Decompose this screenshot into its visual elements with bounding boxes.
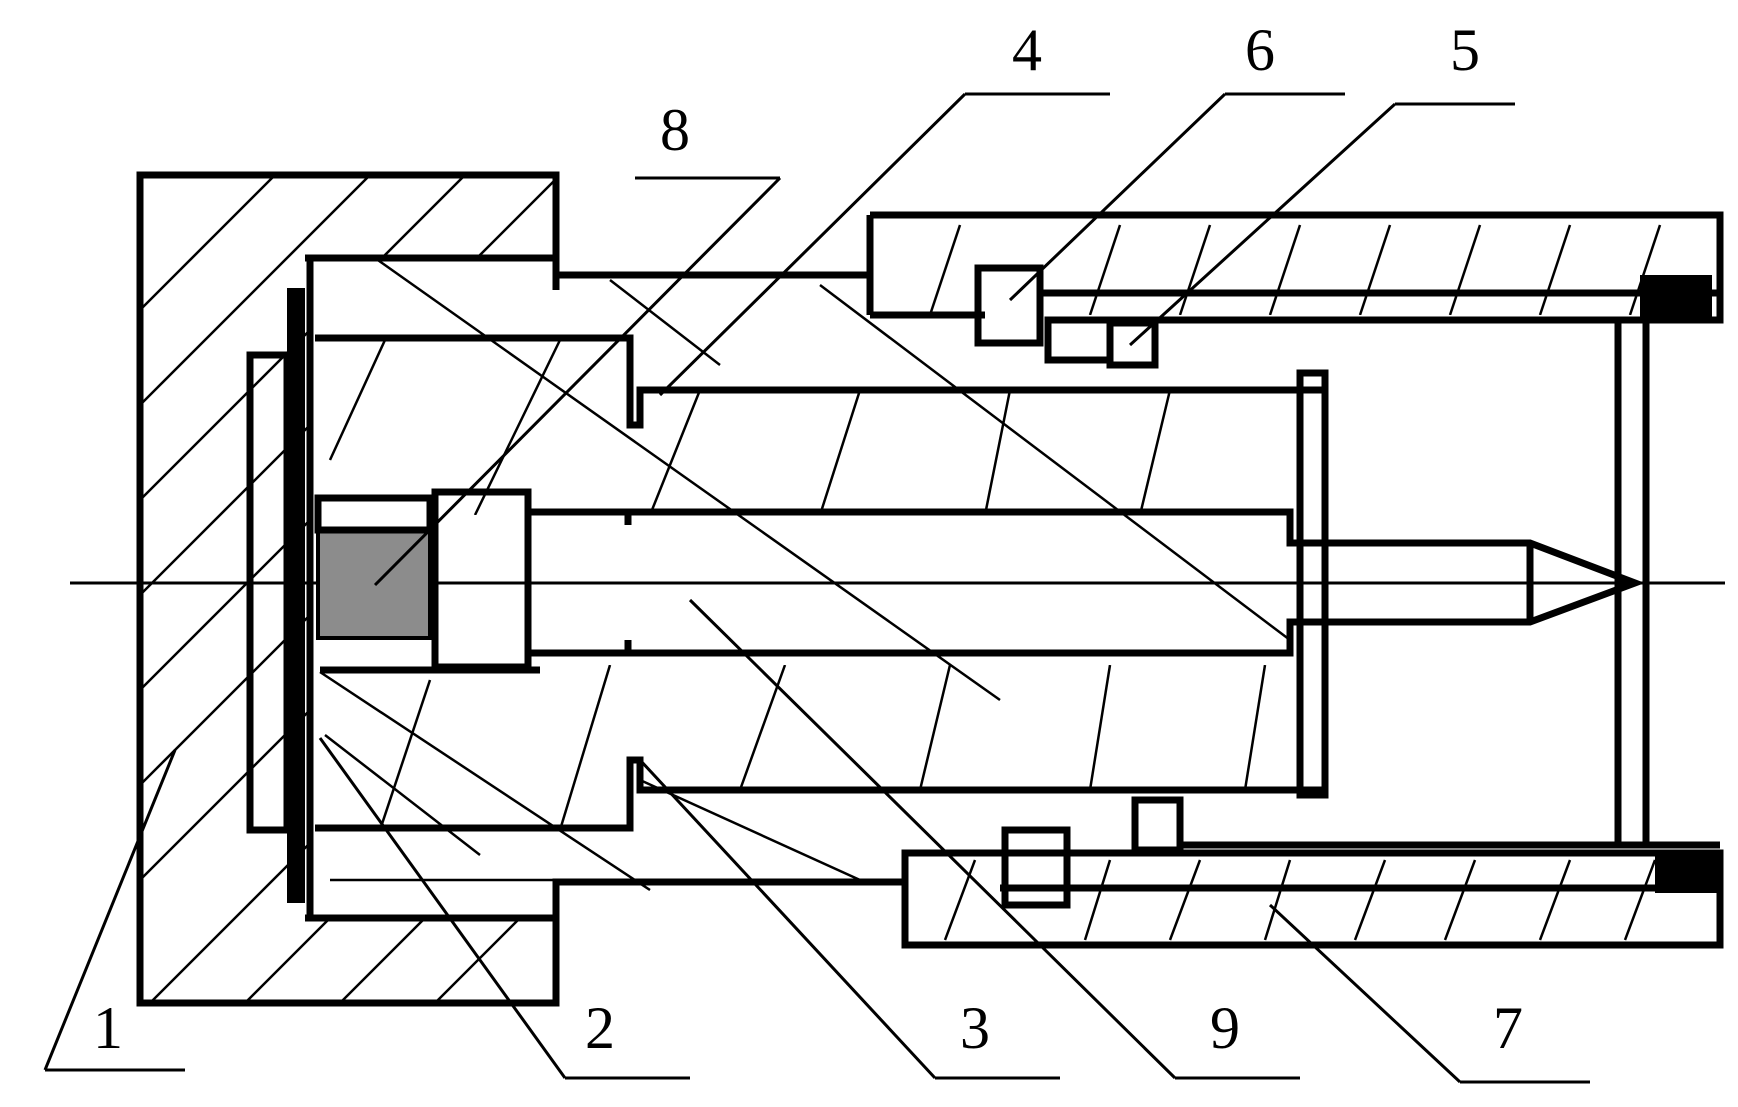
leader-lines [43,92,1590,1084]
callout-7: 7 [1493,995,1523,1061]
callout-1: 1 [93,995,123,1061]
pin-top [974,264,1044,347]
outer-tube [866,211,1724,949]
shaft-head [431,488,532,671]
callout-4: 4 [1012,17,1042,83]
clamp-plate [287,288,305,903]
plate-inner-frame [246,351,291,834]
callout-2: 2 [585,995,615,1061]
pin-bottom [1001,826,1071,909]
tool-tip [1300,539,1645,626]
callout-3: 3 [960,995,990,1061]
insert-cap [314,494,434,534]
callout-5: 5 [1450,17,1480,83]
end-wall [1614,316,1650,849]
callout-8: 8 [660,97,690,163]
holder-flange [1296,369,1329,799]
spring-block-top [1106,319,1159,369]
callout-9: 9 [1210,995,1240,1061]
callout-6: 6 [1245,17,1275,83]
housing-body [305,250,1291,925]
